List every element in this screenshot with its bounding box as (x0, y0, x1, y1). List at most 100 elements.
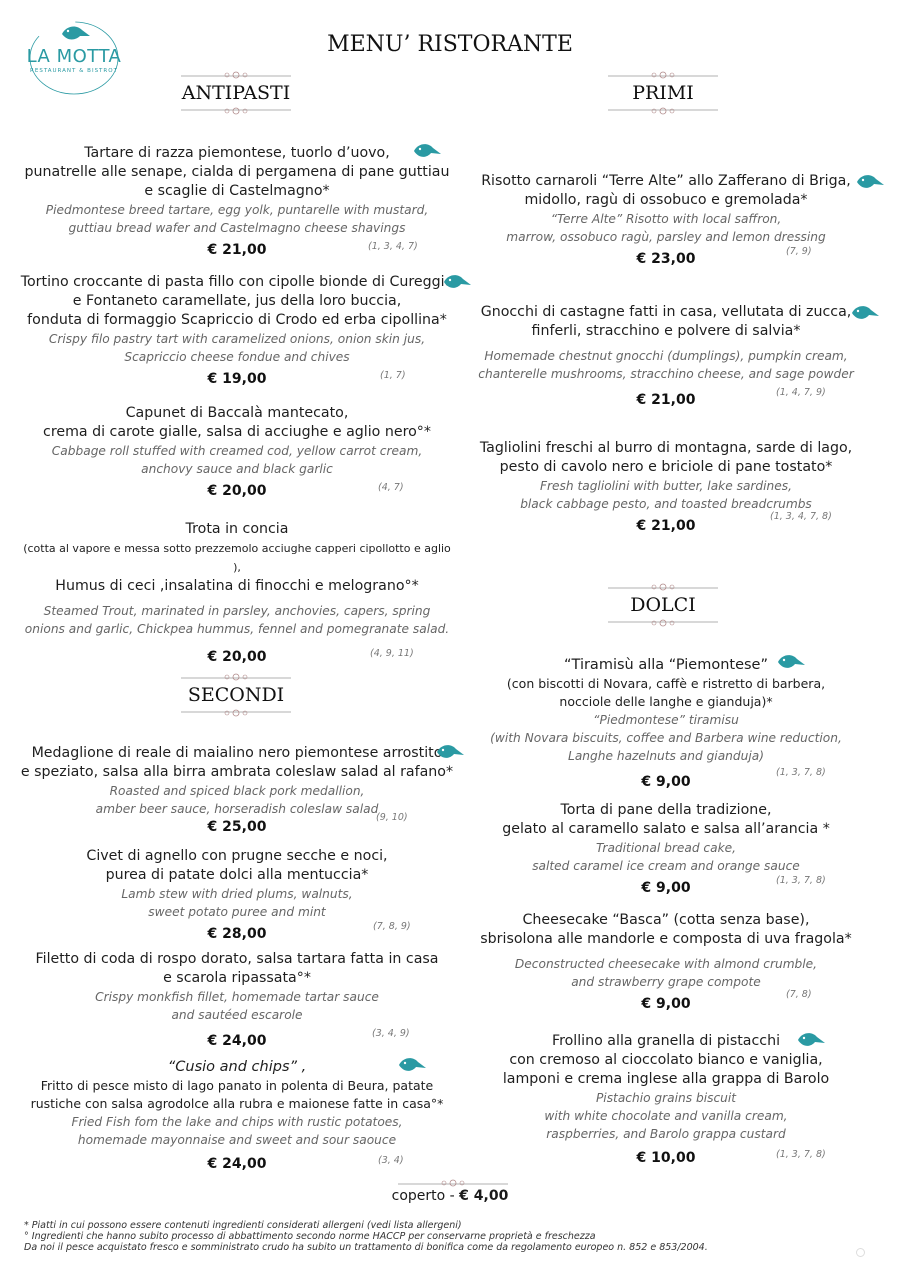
coperto-price: € 4,00 (459, 1188, 509, 1204)
dish-item: Medaglione di reale di maialino nero pie… (20, 744, 454, 838)
dish-allergens: (1, 3, 7, 8) (776, 1149, 826, 1160)
dish-item: Cheesecake “Basca” (cotta senza base), s… (466, 911, 866, 1015)
dish-item: “Cusio and chips” , Fritto di pesce mist… (20, 1058, 454, 1175)
ornament-bottom-icon (181, 107, 291, 115)
ornament-coperto-icon (398, 1179, 508, 1187)
dish-name-en: Homemade chestnut gnocchi (dumplings), p… (484, 349, 848, 363)
logo-ring-icon (29, 21, 119, 95)
dish-name-en: Scapriccio cheese fondue and chives (124, 350, 350, 364)
dish-price: € 24,00 (207, 1033, 267, 1049)
dish-item: “Tiramisù alla “Piemontese” (con biscott… (466, 656, 866, 793)
dish-allergens: (3, 4, 9) (372, 1028, 410, 1039)
dish-name-en: anchovy sauce and black garlic (141, 462, 333, 476)
dish-name-it: Tagliolini freschi al burro di montagna,… (479, 440, 853, 456)
dish-name-it: Risotto carnaroli “Terre Alte” allo Zaff… (481, 173, 851, 189)
ornament-top-icon (608, 583, 718, 591)
dish-name-en: Crispy monkfish fillet, homemade tartar … (95, 990, 379, 1004)
dish-name-it: Medaglione di reale di maialino nero pie… (31, 745, 443, 761)
dish-price: € 9,00 (641, 880, 691, 896)
kingfisher-icon (798, 1033, 825, 1046)
dish-head-it: “Cusio and chips” , (167, 1059, 307, 1075)
section-primi: PRIMI (533, 70, 793, 116)
dish-allergens: (1, 3, 7, 8) (776, 875, 826, 886)
dish-name-en: “Terre Alte” Risotto with local saffron, (550, 212, 782, 226)
dish-name-en: (with Novara biscuits, coffee and Barber… (490, 731, 842, 745)
footnote-fish: Da noi il pesce acquistato fresco e somm… (24, 1242, 708, 1253)
dish-name-it: Humus di ceci ,insalatina di finocchi e … (55, 578, 419, 594)
ornament-top-icon (608, 71, 718, 79)
dish-name-en: homemade mayonnaise and sweet and sour s… (77, 1133, 397, 1147)
section-title: SECONDI (187, 684, 285, 706)
dish-name-en: salted caramel ice cream and orange sauc… (532, 859, 800, 873)
dish-name-en: Cabbage roll stuffed with creamed cod, y… (51, 444, 423, 458)
dish-allergens: (9, 10) (376, 812, 408, 823)
dish-allergens: (3, 4) (378, 1155, 404, 1166)
dish-price: € 9,00 (641, 996, 691, 1012)
dish-name-en: Pistachio grains biscuit (595, 1091, 737, 1105)
dish-allergens: (1, 3, 4, 7, 8) (770, 511, 832, 522)
dish-item: Tortino croccante di pasta fillo con cip… (20, 273, 454, 390)
dish-name-it: crema di carote gialle, salsa di acciugh… (43, 424, 431, 440)
brand-name: LA MOTTA (26, 46, 122, 67)
dish-price: € 21,00 (207, 242, 267, 258)
ornament-bottom-icon (608, 619, 718, 627)
dish-price: € 25,00 (207, 819, 267, 835)
dish-price: € 19,00 (207, 371, 267, 387)
dish-name-it: e Fontaneto caramellate, jus della loro … (72, 293, 402, 309)
dish-allergens: (4, 7) (378, 482, 404, 493)
dish-price: € 9,00 (641, 774, 691, 790)
dish-name-en: Steamed Trout, marinated in parsley, anc… (43, 604, 431, 618)
kingfisher-icon (444, 275, 471, 288)
dish-name-it: e scarola ripassata°* (163, 970, 311, 986)
dish-name-it: Civet di agnello con prugne secche e noc… (86, 848, 388, 864)
dish-name-it: lamponi e crema inglese alla grappa di B… (502, 1071, 830, 1087)
dish-name-it: sbrisolona alle mandorle e composta di u… (480, 931, 852, 947)
dish-name-it: Cheesecake “Basca” (cotta senza base), (522, 912, 810, 928)
dish-name-en: guttiau bread wafer and Castelmagno chee… (68, 221, 406, 235)
dish-name-en: marrow, ossobuco ragù, parsley and lemon… (506, 230, 826, 244)
dish-allergens: (4, 9, 11) (370, 648, 414, 659)
dish-name-en: raspberries, and Barolo grappa custard (546, 1127, 786, 1141)
dish-price: € 21,00 (636, 518, 696, 534)
dish-note-it: (con biscotti di Novara, caffè e ristret… (506, 676, 826, 691)
dish-name-it: e scaglie di Castelmagno* (144, 183, 330, 199)
dish-name-en: black cabbage pesto, and toasted breadcr… (520, 497, 812, 511)
dish-name-it: “Tiramisù alla “Piemontese” (564, 657, 768, 673)
dish-name-en: Lamb stew with dried plums, walnuts, (121, 887, 353, 901)
section-title: DOLCI (630, 594, 696, 616)
dish-name-it: Trota in concia (185, 521, 289, 537)
dish-allergens: (7, 9) (786, 246, 812, 257)
kingfisher-icon (399, 1058, 426, 1071)
dish-price: € 20,00 (207, 483, 267, 499)
dish-item: Tagliolini freschi al burro di montagna,… (466, 439, 866, 537)
dish-item: Capunet di Baccalà mantecato, crema di c… (20, 404, 454, 502)
dish-name-it: Gnocchi di castagne fatti in casa, vellu… (480, 304, 852, 320)
dish-name-it: Torta di pane della tradizione, (560, 802, 772, 818)
dish-item: Risotto carnaroli “Terre Alte” allo Zaff… (466, 172, 866, 270)
dish-name-it: rustiche con salsa agrodolce alla rubra … (30, 1096, 444, 1111)
dish-name-it: Tartare di razza piemontese, tuorlo d’uo… (84, 145, 390, 161)
dish-name-en: and sautéed escarole (171, 1008, 303, 1022)
dish-price: € 21,00 (636, 392, 696, 408)
dish-name-en: chanterelle mushrooms, stracchino cheese… (478, 367, 854, 381)
dish-name-it: midollo, ragù di ossobuco e gremolada* (524, 192, 808, 208)
footnotes: * Piatti in cui possono essere contenuti… (24, 1220, 884, 1253)
dish-name-en: Crispy filo pastry tart with caramelized… (48, 332, 426, 346)
dish-name-it: purea di patate dolci alla mentuccia* (105, 867, 369, 883)
kingfisher-icon (778, 655, 805, 668)
dish-name-en: Piedmontese breed tartare, egg yolk, pun… (45, 203, 429, 217)
dish-name-en: Roasted and spiced black pork medallion, (109, 784, 365, 798)
footnote-allergens: * Piatti in cui possono essere contenuti… (24, 1220, 462, 1231)
dish-item: Filetto di coda di rospo dorato, salsa t… (20, 950, 454, 1052)
dish-name-it: fonduta di formaggio Scapriccio di Crodo… (27, 312, 447, 328)
dish-allergens: (1, 7) (380, 370, 406, 381)
kingfisher-icon (857, 175, 884, 188)
footnote-haccp: ° Ingredienti che hanno subito processo … (24, 1231, 596, 1242)
dish-name-en: sweet potato puree and mint (148, 905, 326, 919)
brand-subtitle: RESTAURANT & BISTROT (30, 68, 118, 74)
dish-allergens: (1, 4, 7, 9) (776, 387, 826, 398)
dish-name-en: Deconstructed cheesecake with almond cru… (514, 957, 818, 971)
brand-logo: LA MOTTA RESTAURANT & BISTROT (22, 18, 126, 98)
kingfisher-icon (62, 26, 90, 40)
section-antipasti: ANTIPASTI (106, 70, 366, 116)
